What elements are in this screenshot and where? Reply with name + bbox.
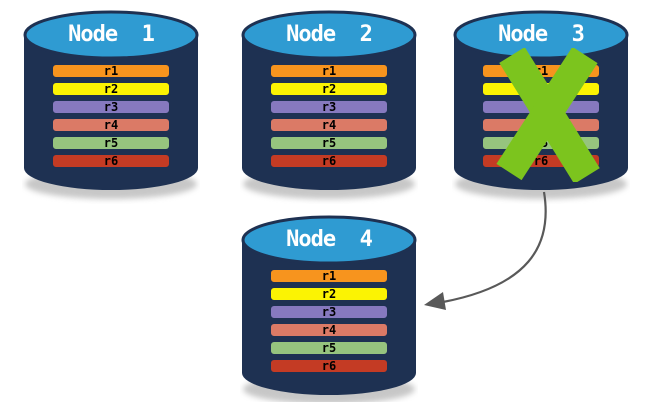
replica-row-r2: r2 (482, 82, 600, 96)
node-title: Node 2 (286, 22, 373, 47)
replica-row-r3: r3 (270, 305, 388, 319)
replica-row-r4: r4 (52, 118, 170, 132)
replica-row-r2: r2 (270, 82, 388, 96)
replica-row-r5: r5 (270, 341, 388, 355)
node-3: Node 3 r1 r2 r3 r4 r5 r6 (452, 6, 630, 204)
replica-row-r6: r6 (270, 359, 388, 373)
replica-row-r6: r6 (52, 154, 170, 168)
node-4: Node 4 r1 r2 r3 r4 r5 r6 (240, 211, 418, 402)
replica-row-r1: r1 (482, 64, 600, 78)
replica-row-r1: r1 (270, 269, 388, 283)
replica-row-r1: r1 (270, 64, 388, 78)
node-1: Node 1 r1 r2 r3 r4 r5 r6 (22, 6, 200, 204)
node-title: Node 3 (498, 22, 585, 47)
replica-row-r4: r4 (482, 118, 600, 132)
node-title: Node 4 (286, 227, 373, 252)
replica-row-r2: r2 (270, 287, 388, 301)
replica-row-r4: r4 (270, 323, 388, 337)
arrow-head-icon (424, 292, 446, 310)
replica-rows: r1 r2 r3 r4 r5 r6 (482, 64, 600, 172)
replica-row-r5: r5 (270, 136, 388, 150)
arrow-curve (442, 191, 547, 304)
node-2: Node 2 r1 r2 r3 r4 r5 r6 (240, 6, 418, 204)
replica-row-r2: r2 (52, 82, 170, 96)
cylinder-top (241, 215, 417, 265)
replica-row-r6: r6 (482, 154, 600, 168)
replica-row-r5: r5 (482, 136, 600, 150)
replica-row-r4: r4 (270, 118, 388, 132)
node-title: Node 1 (68, 22, 155, 47)
replica-rows: r1 r2 r3 r4 r5 r6 (270, 269, 388, 377)
cylinder-top (241, 10, 417, 60)
cylinder-top (23, 10, 199, 60)
replica-row-r6: r6 (270, 154, 388, 168)
replica-rows: r1 r2 r3 r4 r5 r6 (270, 64, 388, 172)
replica-row-r5: r5 (52, 136, 170, 150)
replica-row-r3: r3 (270, 100, 388, 114)
replica-row-r3: r3 (52, 100, 170, 114)
replica-rows: r1 r2 r3 r4 r5 r6 (52, 64, 170, 172)
replica-row-r1: r1 (52, 64, 170, 78)
replica-row-r3: r3 (482, 100, 600, 114)
